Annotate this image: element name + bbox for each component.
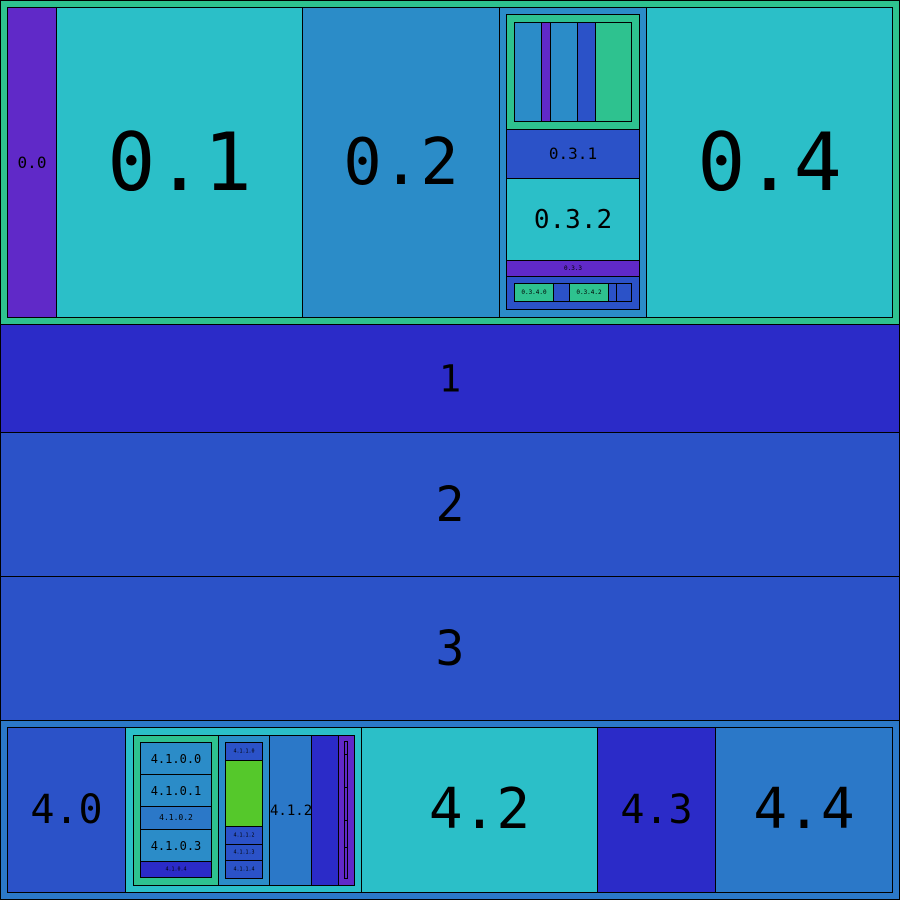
label-0-3-3: 0.3.3: [563, 264, 583, 272]
label-0-4: 0.4: [697, 115, 842, 209]
cell-1: 1: [0, 324, 900, 433]
label-4-1-1-4: 4.1.1.4: [233, 866, 255, 872]
label-3: 3: [435, 620, 465, 677]
cell-4-1-1-3: 4.1.1.3: [225, 844, 263, 861]
label-4-1-0-4: 4.1.0.4: [165, 866, 187, 872]
cell-0-3-4-4: [616, 283, 632, 302]
cell-4-1-1-2: 4.1.1.2: [225, 826, 263, 845]
label-4-3: 4.3: [620, 787, 693, 833]
cell-4-1-0-2: 4.1.0.2: [140, 806, 212, 830]
cell-3: 3: [0, 576, 900, 721]
cell-2: 2: [0, 432, 900, 577]
label-0-0: 0.0: [17, 152, 47, 172]
label-0-3-4-0: 0.3.4.0: [521, 288, 547, 296]
cell-4-1-0-3: 4.1.0.3: [140, 829, 212, 862]
cell-0-3-0-4: [595, 22, 632, 122]
label-4-0: 4.0: [30, 787, 103, 833]
cell-4-0: 4.0: [7, 727, 126, 893]
cell-0-0: 0.0: [7, 7, 57, 318]
label-4-1-0-3: 4.1.0.3: [150, 838, 202, 853]
cell-0-3-2: 0.3.2: [506, 178, 640, 261]
cell-4-1-4-0: [344, 741, 348, 755]
label-4-2: 4.2: [428, 777, 531, 842]
cell-4-1-0-1: 4.1.0.1: [140, 774, 212, 807]
label-4-1-1-2: 4.1.1.2: [233, 832, 255, 838]
cell-4-2: 4.2: [361, 727, 598, 893]
cell-0-3-0-3: [577, 22, 596, 122]
label-4-1-0-2: 4.1.0.2: [159, 813, 193, 822]
cell-0-3-4-1: [553, 283, 570, 302]
cell-0-3-0-0: [514, 22, 542, 122]
cell-4-3: 4.3: [597, 727, 716, 893]
cell-0-2: 0.2: [302, 7, 500, 318]
cell-0-3-1: 0.3.1: [506, 129, 640, 179]
cell-4-1-1-1: [225, 760, 263, 827]
label-4-4: 4.4: [753, 777, 855, 842]
label-0-3-1: 0.3.1: [548, 144, 598, 163]
label-0-2: 0.2: [343, 125, 459, 200]
label-4-1-2: 4.1.2: [270, 802, 313, 819]
label-4-1-1-3: 4.1.1.3: [233, 849, 255, 855]
cell-0-4: 0.4: [646, 7, 893, 318]
cell-0-1: 0.1: [56, 7, 303, 318]
label-0-3-2: 0.3.2: [533, 204, 613, 235]
cell-4-1-3: [311, 735, 339, 886]
cell-4-1-0-0: 4.1.0.0: [140, 742, 212, 775]
cell-4-1-2: 4.1.2: [269, 735, 312, 886]
cell-4-1-4-1: [344, 754, 348, 788]
label-2: 2: [435, 476, 465, 533]
cell-4-1-4-4: [344, 847, 348, 879]
cell-0-3-0-2: [550, 22, 578, 122]
label-4-1-1-0: 4.1.1.0: [233, 748, 255, 754]
label-0-3-4-2: 0.3.4.2: [576, 288, 602, 296]
cell-0-3-4-2: 0.3.4.2: [569, 283, 609, 302]
cell-4-1-4-3: [344, 820, 348, 848]
cell-0-3-3: 0.3.3: [506, 260, 640, 277]
cell-0-3-4-0: 0.3.4.0: [514, 283, 554, 302]
cell-4-1-1-4: 4.1.1.4: [225, 860, 263, 879]
label-1: 1: [438, 357, 462, 400]
cell-4-1-1-0: 4.1.1.0: [225, 742, 263, 761]
cell-4-1-4-2: [344, 787, 348, 821]
label-4-1-0-1: 4.1.0.1: [150, 783, 202, 798]
label-4-1-0-0: 4.1.0.0: [150, 751, 202, 766]
label-0-1: 0.1: [107, 115, 252, 209]
cell-4-1-0-4: 4.1.0.4: [140, 861, 212, 878]
cell-4-4: 4.4: [715, 727, 893, 893]
